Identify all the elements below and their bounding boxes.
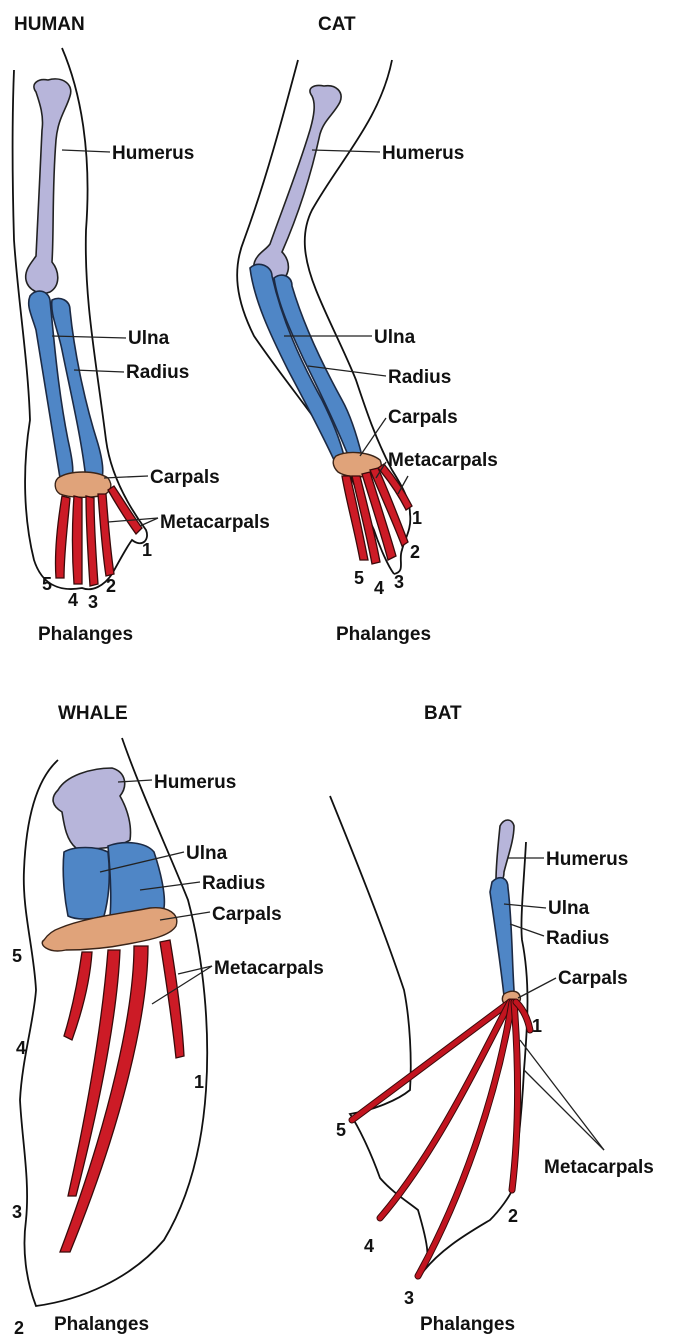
bat-panel: BAT Humerus Ulna Radius Carpals Metacarp… [330, 703, 654, 1335]
cat-humerus-label: Humerus [382, 143, 464, 164]
bat-metacarpals-label: Metacarpals [544, 1157, 654, 1178]
whale-title: WHALE [58, 703, 128, 724]
whale-radius [108, 843, 164, 917]
whale-digit-3: 3 [12, 1202, 22, 1222]
human-panel: HUMAN Humerus Ulna Radius Carpals Metaca… [13, 14, 270, 645]
bat-carpals-label: Carpals [558, 968, 628, 989]
bat-ulna-label: Ulna [548, 898, 590, 919]
cat-metacarpals-label: Metacarpals [388, 450, 498, 471]
bat-digit-2: 2 [508, 1206, 518, 1226]
bat-digit-1: 1 [532, 1016, 542, 1036]
whale-humerus [53, 768, 130, 849]
whale-digit-2: 2 [14, 1318, 24, 1338]
human-phalanges-label: Phalanges [38, 624, 133, 645]
whale-radius-label: Radius [202, 873, 265, 894]
cat-digit-5: 5 [354, 568, 364, 588]
whale-digit-5: 5 [12, 946, 22, 966]
cat-digit-2: 2 [410, 542, 420, 562]
whale-digit-4: 4 [16, 1038, 26, 1058]
cat-digit-3: 3 [394, 572, 404, 592]
cat-phalanges-label: Phalanges [336, 624, 431, 645]
human-metacarpals-label: Metacarpals [160, 512, 270, 533]
cat-radius-label: Radius [388, 367, 451, 388]
human-digit-3: 3 [88, 592, 98, 612]
human-digit-4: 4 [68, 590, 78, 610]
human-digit-5: 5 [42, 574, 52, 594]
cat-panel: CAT Humerus Ulna Radius Carpals Metacarp… [237, 14, 498, 645]
bat-digit-3: 3 [404, 1288, 414, 1308]
human-humerus [26, 79, 71, 293]
whale-fingers [60, 940, 184, 1252]
human-digit-1: 1 [142, 540, 152, 560]
whale-metacarpals-label: Metacarpals [214, 958, 324, 979]
cat-carpals-label: Carpals [388, 407, 458, 428]
cat-digit-4: 4 [374, 578, 384, 598]
human-title: HUMAN [14, 14, 85, 35]
cat-ulna [250, 264, 344, 460]
bat-humerus-label: Humerus [546, 849, 628, 870]
whale-digit-1: 1 [194, 1072, 204, 1092]
human-digit-2: 2 [106, 576, 116, 596]
whale-panel: WHALE Humerus Ulna Radius Carpals Metaca… [12, 703, 324, 1338]
cat-digit-1: 1 [412, 508, 422, 528]
bat-phalanges-label: Phalanges [420, 1314, 515, 1335]
bat-ulna-radius [490, 878, 514, 999]
whale-humerus-label: Humerus [154, 772, 236, 793]
bat-wing-fingers [352, 1002, 530, 1276]
bat-title: BAT [424, 703, 462, 724]
whale-carpals-label: Carpals [212, 904, 282, 925]
human-carpals-label: Carpals [150, 467, 220, 488]
cat-title: CAT [318, 14, 356, 35]
whale-ulna-label: Ulna [186, 843, 228, 864]
human-radius-label: Radius [126, 362, 189, 383]
bat-digit-4: 4 [364, 1236, 374, 1256]
human-ulna-label: Ulna [128, 328, 170, 349]
human-fingers [55, 486, 142, 586]
bat-humerus [496, 820, 514, 882]
whale-ulna [63, 848, 109, 920]
cat-ulna-label: Ulna [374, 327, 416, 348]
bat-digit-5: 5 [336, 1120, 346, 1140]
whale-phalanges-label: Phalanges [54, 1314, 149, 1335]
bat-radius-label: Radius [546, 928, 609, 949]
human-humerus-label: Humerus [112, 143, 194, 164]
